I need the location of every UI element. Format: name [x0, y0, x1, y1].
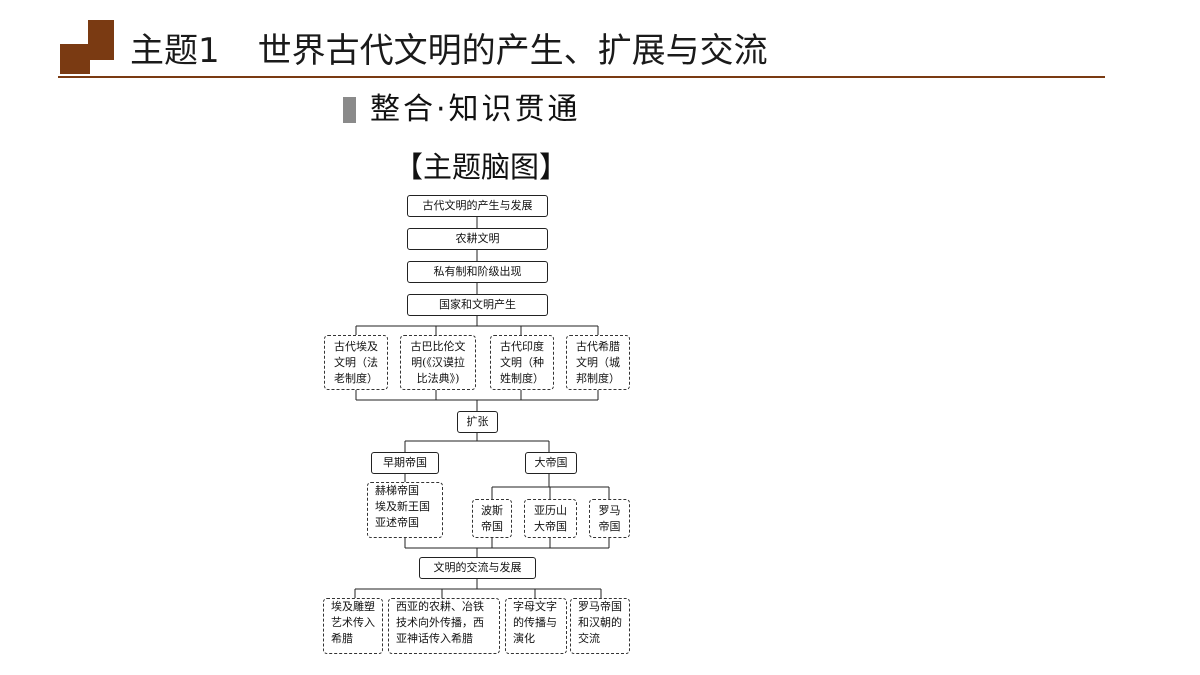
logo-block-bottom [60, 44, 90, 74]
node-ancient-india: 古代印度文明（种姓制度） [490, 335, 554, 390]
node-civilization-exchange: 文明的交流与发展 [419, 557, 536, 579]
node-early-empires: 早期帝国 [371, 452, 439, 474]
section-marker [343, 97, 356, 123]
node-civilization-origin: 古代文明的产生与发展 [407, 195, 548, 217]
header-divider [58, 76, 1105, 78]
node-alphabet-spread: 字母文字的传播与演化 [505, 598, 567, 654]
node-west-asia-spread: 西亚的农耕、冶铁技术向外传播，西亚神话传入希腊 [388, 598, 500, 654]
node-egyptian-sculpture: 埃及雕塑艺术传入希腊 [323, 598, 383, 654]
topic-title: 世界古代文明的产生、扩展与交流 [257, 31, 768, 71]
node-alexander-empire: 亚历山大帝国 [524, 499, 577, 538]
node-ancient-greece: 古代希腊文明（城邦制度） [566, 335, 630, 390]
topic-number: 主题1 [130, 31, 220, 71]
node-ancient-babylon: 古巴比伦文明(《汉谟拉比法典》) [400, 335, 476, 390]
node-rome-han-exchange: 罗马帝国和汉朝的交流 [570, 598, 630, 654]
node-roman-empire: 罗马帝国 [589, 499, 630, 538]
node-private-ownership: 私有制和阶级出现 [407, 261, 548, 283]
node-state-formation: 国家和文明产生 [407, 294, 548, 316]
page-title: 主题1 世界古代文明的产生、扩展与交流 [130, 28, 768, 74]
mindmap-title: 【主题脑图】 [394, 150, 569, 184]
node-ancient-egypt: 古代埃及文明（法老制度） [324, 335, 388, 390]
logo-block-top [88, 20, 114, 46]
node-agricultural-civilization: 农耕文明 [407, 228, 548, 250]
node-great-empires: 大帝国 [525, 452, 577, 474]
node-persian-empire: 波斯帝国 [472, 499, 512, 538]
section-title: 整合·知识贯通 [370, 92, 581, 127]
logo-block-middle [88, 44, 114, 60]
node-early-empire-list: 赫梯帝国埃及新王国亚述帝国 [367, 482, 443, 538]
node-expansion: 扩张 [457, 411, 498, 433]
